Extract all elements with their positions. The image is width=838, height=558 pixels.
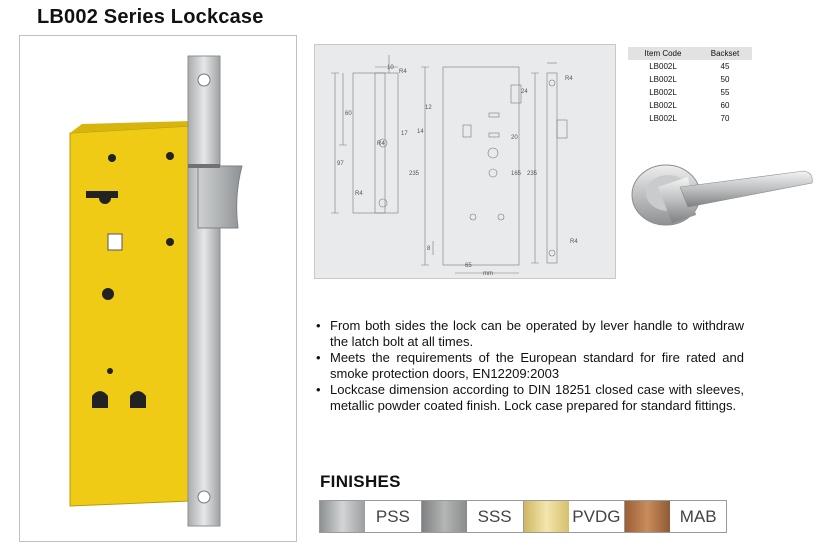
finish-pvdg: PVDG: [523, 501, 626, 532]
list-item: Lockcase dimension according to DIN 1825…: [314, 382, 744, 414]
label-165: 165: [511, 171, 522, 177]
header-backset: Backset: [698, 47, 752, 60]
item-code: LB002L: [649, 101, 677, 110]
label-r4-d: R4: [565, 76, 573, 82]
label-235-a: 235: [409, 171, 420, 177]
finish-sss: SSS: [421, 501, 524, 532]
finish-swatch: [625, 501, 671, 532]
lockcase-illustration: [69, 55, 243, 527]
label-97: 97: [337, 161, 344, 167]
finish-label: MAB: [679, 506, 717, 526]
list-item: Meets the requirements of the European s…: [314, 350, 744, 382]
finish-mab: MAB: [625, 501, 726, 532]
technical-drawing: R4 R4 R4 R4 R4 12 10 14 17 24 20 235 235…: [314, 44, 616, 279]
backset: 45: [720, 62, 730, 71]
lockcase-photo: [19, 35, 297, 542]
item-code: LB002L: [649, 75, 677, 84]
finishes-title: FINISHES: [320, 472, 401, 491]
table-row: LB002L 45: [628, 60, 752, 73]
item-code: LB002L: [649, 62, 677, 71]
backset: 60: [720, 101, 730, 110]
label-12: 12: [425, 105, 432, 111]
label-r4-c: R4: [355, 191, 363, 197]
label-8: 8: [427, 246, 431, 252]
page-title: LB002 Series Lockcase: [37, 6, 264, 28]
item-code: LB002L: [649, 88, 677, 97]
table-row: LB002L 70: [628, 112, 752, 125]
label-14: 14: [417, 129, 424, 135]
label-r4-a: R4: [399, 69, 407, 75]
lever-handle-image: [628, 157, 818, 247]
label-r4-b: R4: [377, 141, 385, 147]
table-row: LB002L 50: [628, 73, 752, 86]
finish-label: PSS: [375, 506, 410, 526]
label-17: 17: [401, 131, 408, 137]
label-r4-e: R4: [570, 239, 578, 245]
label-60: 60: [345, 111, 352, 117]
table-row: LB002L 60: [628, 99, 752, 112]
finish-label: PVDG: [572, 506, 621, 526]
item-code-table: Item Code Backset LB002L 45 LB002L 50 LB00…: [628, 47, 752, 125]
table-row: LB002L 55: [628, 86, 752, 99]
list-item: From both sides the lock can be operated…: [314, 318, 744, 350]
label-10: 10: [387, 65, 394, 71]
header-item-code: Item Code: [628, 47, 698, 60]
label-20: 20: [511, 135, 518, 141]
finish-swatch: [523, 501, 569, 532]
label-24: 24: [521, 89, 528, 95]
finish-label: SSS: [477, 506, 512, 526]
feature-list: From both sides the lock can be operated…: [314, 318, 744, 414]
finish-swatch: [421, 501, 467, 532]
label-65: 65: [465, 263, 472, 269]
label-235-b: 235: [527, 171, 538, 177]
backset: 70: [720, 114, 730, 123]
backset: 50: [720, 75, 730, 84]
backset: 55: [720, 88, 730, 97]
item-code: LB002L: [649, 114, 677, 123]
finishes-bar: PSS SSS PVDG MAB: [319, 500, 727, 533]
finish-pss: PSS: [320, 501, 422, 532]
label-mm: mm: [483, 271, 493, 277]
finish-swatch: [320, 501, 365, 532]
